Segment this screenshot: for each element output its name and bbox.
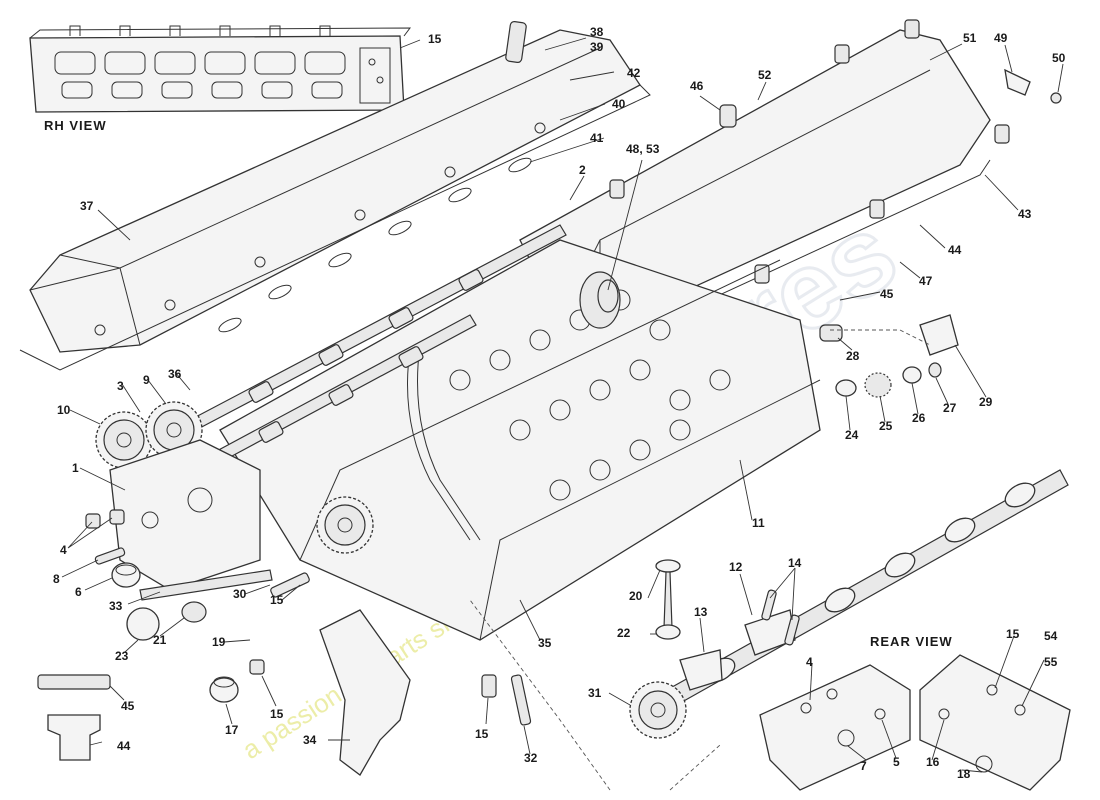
valve [655, 559, 681, 640]
callout-13: 13 [694, 605, 708, 619]
callout-29: 29 [979, 395, 993, 409]
tensioner [1004, 68, 1062, 104]
callout-48-53: 48, 53 [626, 142, 660, 156]
callout-16: 16 [926, 755, 940, 769]
callout-23: 23 [115, 649, 129, 663]
callout-44: 44 [948, 243, 962, 257]
callout-42: 42 [627, 66, 641, 80]
callout-54: 54 [1044, 629, 1058, 643]
callout-22: 22 [617, 626, 631, 640]
timing-gasket [319, 609, 411, 776]
rh-view-title: RH VIEW [44, 118, 107, 133]
callout-1: 1 [72, 461, 79, 475]
leader-lines [61, 37, 1064, 773]
callout-15: 15 [428, 32, 442, 46]
callout-49: 49 [994, 31, 1008, 45]
callout-3: 3 [117, 379, 124, 393]
rear-view-title: REAR VIEW [870, 634, 953, 649]
callout-4b: 4 [806, 655, 813, 669]
callout-30: 30 [233, 587, 247, 601]
callout-47: 47 [919, 274, 933, 288]
callout-11: 11 [752, 516, 765, 530]
callout-32: 32 [524, 751, 538, 765]
callout-7: 7 [860, 759, 867, 773]
gasket-strip [37, 674, 111, 761]
callout-26: 26 [912, 411, 926, 425]
dowels-bottom [481, 674, 532, 726]
callout-43: 43 [1018, 207, 1032, 221]
callout-40: 40 [612, 97, 626, 111]
callout-9: 9 [143, 373, 150, 387]
callout-12: 12 [729, 560, 743, 574]
spark-plug-seals [218, 157, 532, 333]
callout-25: 25 [879, 419, 893, 433]
callout-35: 35 [538, 636, 552, 650]
callout-labels: 15 38 39 42 40 41 37 2 46 52 48, 53 51 4… [53, 25, 1066, 781]
callout-15c: 15 [270, 707, 284, 721]
callout-8: 8 [53, 572, 60, 586]
callout-18: 18 [957, 767, 971, 781]
callout-2: 2 [579, 163, 586, 177]
callout-27: 27 [943, 401, 957, 415]
dashed-guides [469, 329, 931, 791]
callout-5: 5 [893, 755, 900, 769]
callout-38: 38 [590, 25, 604, 39]
camshaft-exploded [629, 469, 1069, 739]
callout-52: 52 [758, 68, 772, 82]
callout-44b: 44 [117, 739, 131, 753]
cam-gears [95, 401, 374, 554]
callout-14: 14 [788, 556, 802, 570]
callout-10: 10 [57, 403, 71, 417]
callout-28: 28 [846, 349, 860, 363]
callout-41: 41 [590, 131, 604, 145]
callout-19: 19 [212, 635, 226, 649]
callout-17: 17 [225, 723, 239, 737]
callout-24: 24 [845, 428, 859, 442]
callout-45b: 45 [121, 699, 135, 713]
callout-50: 50 [1052, 51, 1066, 65]
callout-51: 51 [963, 31, 977, 45]
callout-20: 20 [629, 589, 643, 603]
callout-45: 45 [880, 287, 894, 301]
callout-36: 36 [168, 367, 182, 381]
rh-view-inset: RH VIEW [29, 25, 412, 133]
callout-31: 31 [588, 686, 602, 700]
callout-21: 21 [153, 633, 167, 647]
timing-housing [109, 439, 261, 591]
valve-spring-parts [819, 314, 959, 398]
callout-6: 6 [75, 585, 82, 599]
callout-37: 37 [80, 199, 94, 213]
callout-33: 33 [109, 599, 123, 613]
cylinder-head [219, 239, 821, 641]
small-parts-left [85, 509, 310, 703]
callout-15e: 15 [1006, 627, 1020, 641]
callout-39: 39 [590, 40, 604, 54]
callout-15b: 15 [270, 593, 284, 607]
callout-4: 4 [60, 543, 67, 557]
cam-cover [19, 20, 651, 371]
callout-46: 46 [690, 79, 704, 93]
callout-34: 34 [303, 733, 317, 747]
callout-55: 55 [1044, 655, 1058, 669]
lh-cam-cover [519, 19, 1010, 351]
rear-view-inset: REAR VIEW [759, 634, 1071, 791]
callout-15d: 15 [475, 727, 489, 741]
